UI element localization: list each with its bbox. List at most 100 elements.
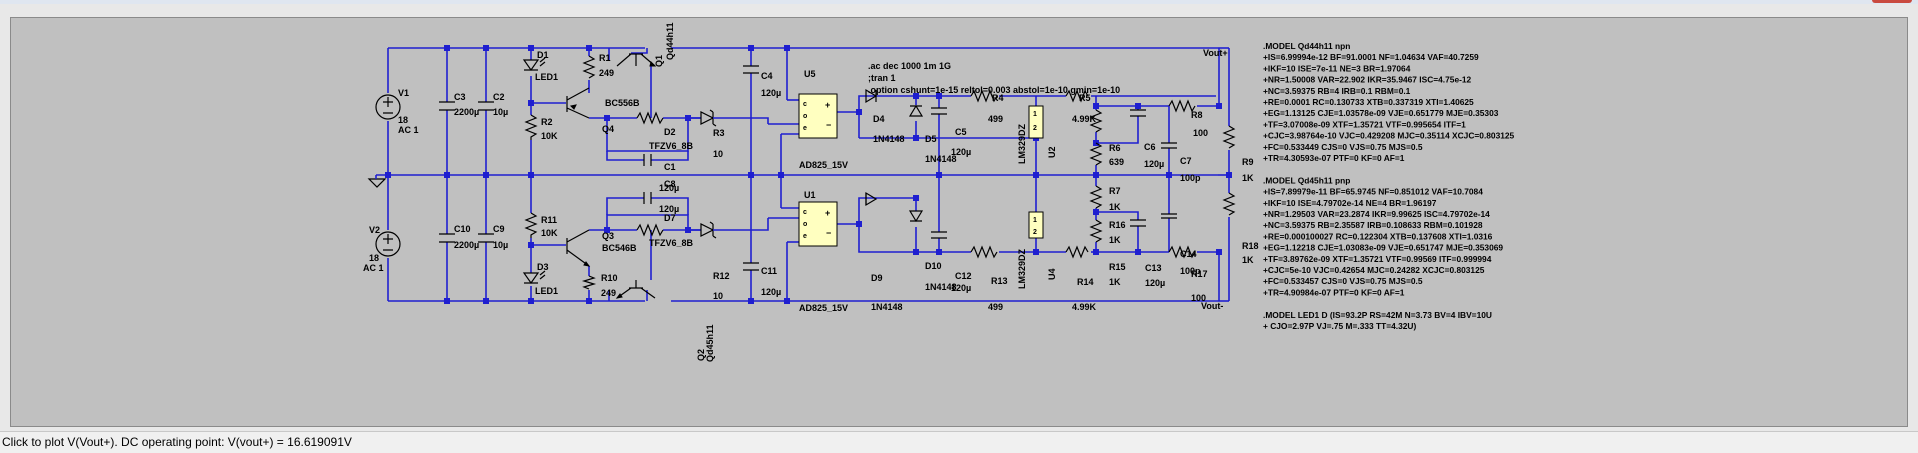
capacitor-c6[interactable] <box>1130 109 1146 117</box>
resistor-r13[interactable] <box>970 245 998 259</box>
svg-text:c: c <box>803 209 807 216</box>
led-d3[interactable] <box>522 270 546 285</box>
zener-d2[interactable] <box>700 109 731 127</box>
resistor-r14[interactable] <box>1065 245 1089 259</box>
label-r2-value: 10K <box>541 131 558 141</box>
directive-tran: ;tran 1 <box>868 73 896 83</box>
label-r11-value: 10K <box>541 228 558 238</box>
label-u1-name: U1 <box>804 190 816 200</box>
resistor-r5[interactable] <box>1065 89 1089 103</box>
label-r1-value: 249 <box>599 68 614 78</box>
opamp-u5[interactable]: c o e + − <box>798 93 838 139</box>
model-line: .MODEL LED1 D (IS=93.2P RS=42M N=3.73 BV… <box>1263 310 1492 320</box>
label-d4-name: D4 <box>873 114 885 124</box>
resistor-r8[interactable] <box>1168 99 1196 113</box>
model-line: +CJC=3.98764e-10 VJC=0.429208 MJC=0.3511… <box>1263 131 1515 141</box>
diode-d4[interactable] <box>865 88 878 104</box>
capacitor-c8[interactable] <box>643 192 652 204</box>
ground-symbol <box>367 175 387 188</box>
label-r12-value: 10 <box>713 291 723 301</box>
capacitor-c4[interactable] <box>743 65 759 74</box>
label-c8-name: C8 <box>664 179 676 189</box>
label-d4-value: 1N4148 <box>873 134 905 144</box>
resistor-r9[interactable] <box>1222 125 1236 149</box>
voltage-source-v1[interactable] <box>375 94 401 120</box>
reference-u2[interactable]: 1 2 <box>1028 105 1044 139</box>
resistor-r6[interactable] <box>1089 109 1103 133</box>
led-d1[interactable] <box>522 57 546 72</box>
label-r9-name: R9 <box>1242 157 1254 167</box>
transistor-q1[interactable] <box>616 53 657 67</box>
resistor-r16[interactable] <box>1089 185 1103 209</box>
label-u4-value: LM329DZ <box>1017 248 1027 289</box>
label-c2-name: C2 <box>493 92 505 102</box>
label-c9-value: 10µ <box>493 240 508 250</box>
reference-u4[interactable]: 1 2 <box>1028 211 1044 239</box>
capacitor-c1[interactable] <box>643 154 652 166</box>
label-u2-value: LM329DZ <box>1017 123 1027 164</box>
label-q4-value: BC556B <box>605 98 640 108</box>
net-label-vout-neg[interactable]: Vout- <box>1201 301 1223 311</box>
resistor-r11[interactable] <box>524 212 538 238</box>
schematic-canvas[interactable]: c o e + − c o e + − 1 2 1 <box>10 17 1908 427</box>
transistor-q2[interactable] <box>615 280 656 299</box>
capacitor-c2[interactable] <box>478 101 494 111</box>
transistor-q4[interactable] <box>566 87 590 119</box>
opamp-u1[interactable]: c o e + − <box>798 201 838 247</box>
model-line: +NR=1.29503 VAR=23.2874 IKR=9.99625 ISC=… <box>1263 209 1490 219</box>
model-line: +TF=3.89762e-09 XTF=1.35721 VTF=0.99569 … <box>1263 254 1492 264</box>
label-c4-name: C4 <box>761 71 773 81</box>
junction-dots <box>385 45 1232 304</box>
label-c1-name: C1 <box>664 162 676 172</box>
resistor-r10[interactable] <box>581 275 597 290</box>
capacitor-c12[interactable] <box>931 231 947 239</box>
diode-d5[interactable] <box>908 104 924 117</box>
model-line: +NC=3.59375 RB=2.35587 IRB=0.108633 RBM=… <box>1263 220 1483 230</box>
net-label-vout-pos[interactable]: Vout+ <box>1203 48 1228 58</box>
resistor-r2[interactable] <box>524 114 538 140</box>
label-c8-value: 120µ <box>659 204 679 214</box>
label-d10-value: 1N4148 <box>925 282 957 292</box>
svg-text:−: − <box>826 228 831 238</box>
model-line: +EG=1.13125 CJE=1.03578e-09 VJE=0.651779… <box>1263 108 1499 118</box>
resistor-r7[interactable] <box>1089 142 1103 166</box>
model-line: +FC=0.533457 CJS=0 VJS=0.75 MJS=0.5 <box>1263 276 1423 286</box>
label-r16-value: 1K <box>1109 235 1121 245</box>
label-u4-name: U4 <box>1047 268 1057 280</box>
label-c11-value: 120µ <box>761 287 781 297</box>
capacitor-c14[interactable] <box>1161 213 1177 219</box>
resistor-r3[interactable] <box>636 111 664 125</box>
capacitor-c9[interactable] <box>478 233 494 243</box>
resistor-r4[interactable] <box>970 89 998 103</box>
label-r11-name: R11 <box>541 215 557 225</box>
label-r8-name: R8 <box>1191 110 1203 120</box>
capacitor-c7[interactable] <box>1161 142 1177 149</box>
label-r14-value: 4.99K <box>1072 302 1097 312</box>
label-c7-name: C7 <box>1180 156 1192 166</box>
resistor-r1[interactable] <box>582 55 596 79</box>
resistor-r18[interactable] <box>1222 192 1236 216</box>
label-v1-name: V1 <box>398 88 409 98</box>
label-c1-value: 120µ <box>659 183 679 193</box>
model-line: +FC=0.533449 CJS=0 VJS=0.75 MJS=0.5 <box>1263 142 1423 152</box>
spice-directives[interactable]: .ac dec 1000 1m 1G ;tran 1 .option cshun… <box>868 61 1120 95</box>
resistor-r15[interactable] <box>1089 219 1103 243</box>
capacitor-c10[interactable] <box>439 233 455 243</box>
resistor-r12[interactable] <box>636 223 664 237</box>
model-definitions[interactable]: .MODEL Qd44h11 npn+IS=6.99994e-12 BF=91.… <box>1263 41 1515 331</box>
label-v2-ac: AC 1 <box>363 263 384 273</box>
label-r2-name: R2 <box>541 117 553 127</box>
label-c3-name: C3 <box>454 92 466 102</box>
schematic-drawing[interactable]: c o e + − c o e + − 1 2 1 <box>11 18 1907 426</box>
zener-d7[interactable] <box>700 221 731 239</box>
capacitor-c3[interactable] <box>439 101 455 111</box>
diode-d9[interactable] <box>865 191 878 207</box>
voltage-source-v2[interactable] <box>375 231 401 257</box>
close-window-button[interactable] <box>1872 0 1912 3</box>
capacitor-c5[interactable] <box>931 107 947 115</box>
transistor-q3[interactable] <box>566 229 591 267</box>
resistor-r17[interactable] <box>1168 245 1196 259</box>
capacitor-c11[interactable] <box>743 262 759 271</box>
capacitor-c13[interactable] <box>1130 219 1146 227</box>
diode-d10[interactable] <box>908 210 924 223</box>
